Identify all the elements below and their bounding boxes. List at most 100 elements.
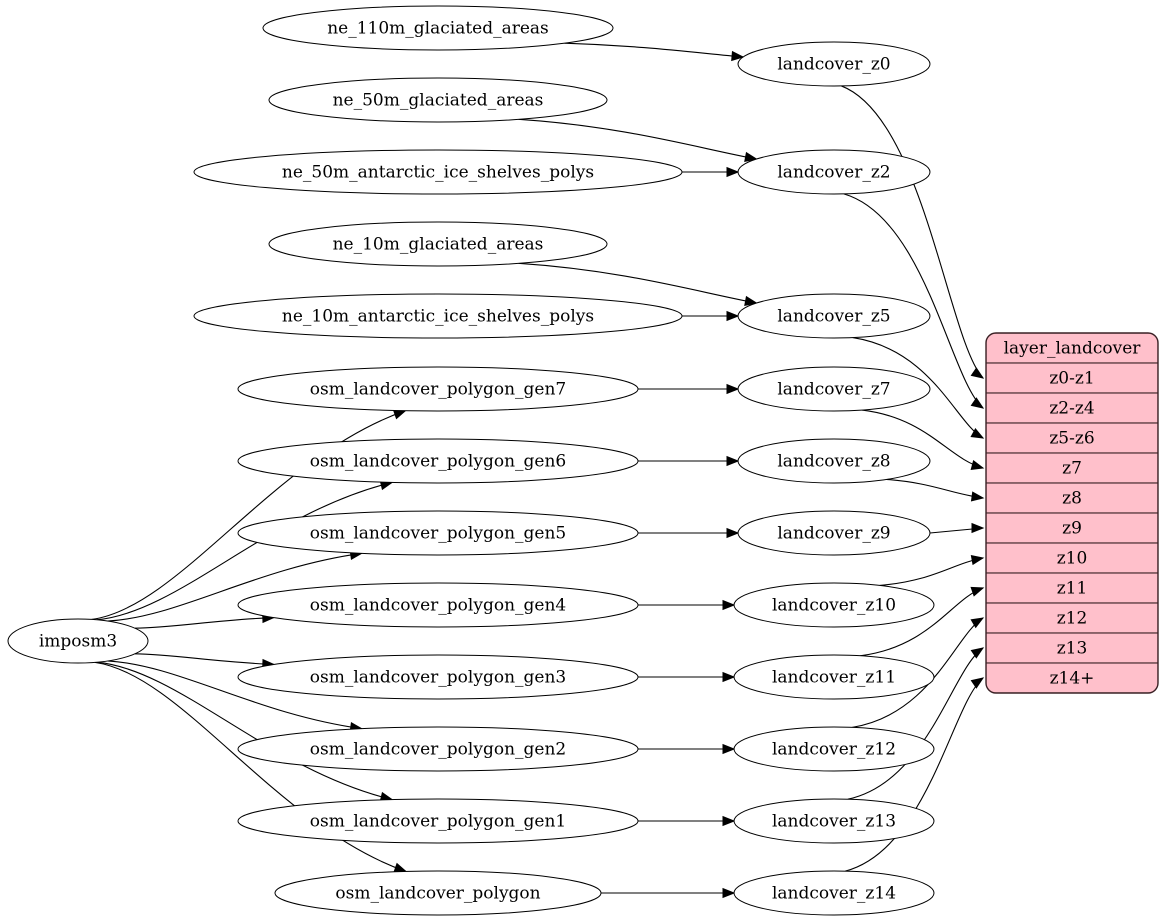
- edge-landcover_z8-to-table-z8: [886, 478, 984, 499]
- node-label-imposm3: imposm3: [39, 632, 117, 652]
- edge-ne_50m_glaciated_areas-to-landcover_z2: [518, 118, 757, 160]
- edge-arrowhead: [970, 647, 985, 659]
- table-row-z13[interactable]: [986, 632, 1158, 664]
- table-row-label-z8: z8: [1062, 489, 1082, 509]
- edge-arrowhead: [744, 295, 758, 306]
- node-shape-landcover_z13: [733, 798, 935, 844]
- node-landcover_z7[interactable]: landcover_z7: [737, 366, 931, 412]
- node-shape-ne_50m_glaciated_areas: [268, 77, 608, 123]
- node-osm_landcover_polygon_gen4[interactable]: osm_landcover_polygon_gen4: [237, 582, 639, 628]
- node-osm_landcover_polygon_gen2[interactable]: osm_landcover_polygon_gen2: [237, 726, 639, 772]
- node-label-landcover_z0: landcover_z0: [777, 55, 890, 75]
- table-row-label-z14+: z14+: [1050, 669, 1095, 689]
- edge-landcover_z2-to-table-z2-z4: [843, 193, 984, 409]
- node-shape-ne_10m_glaciated_areas: [268, 221, 608, 267]
- table-row-z0-z1[interactable]: [986, 362, 1158, 394]
- node-shape-landcover_z0: [737, 41, 931, 87]
- node-shape-osm_landcover_polygon: [274, 870, 602, 916]
- table-row-z8[interactable]: [986, 482, 1158, 514]
- table-row-z14+[interactable]: [986, 662, 1158, 693]
- node-landcover_z12[interactable]: landcover_z12: [733, 726, 935, 772]
- node-ne_50m_antarctic_ice_shelves_polys[interactable]: ne_50m_antarctic_ice_shelves_polys: [193, 149, 683, 195]
- node-shape-landcover_z8: [737, 438, 931, 484]
- node-landcover_z2[interactable]: landcover_z2: [737, 149, 931, 195]
- table-row-z9[interactable]: [986, 512, 1158, 544]
- node-ne_10m_antarctic_ice_shelves_polys[interactable]: ne_10m_antarctic_ice_shelves_polys: [193, 293, 683, 339]
- table-row-z7[interactable]: [986, 452, 1158, 484]
- node-landcover_z13[interactable]: landcover_z13: [733, 798, 935, 844]
- edge-imposm3-to-osm_landcover_polygon_gen1: [96, 661, 393, 801]
- node-ne_110m_glaciated_areas[interactable]: ne_110m_glaciated_areas: [262, 5, 614, 51]
- table-row-label-z9: z9: [1062, 519, 1082, 539]
- node-label-landcover_z7: landcover_z7: [777, 380, 890, 400]
- edge-imposm3-to-osm_landcover_polygon: [94, 661, 407, 872]
- node-label-ne_50m_glaciated_areas: ne_50m_glaciated_areas: [333, 91, 544, 111]
- edge-landcover_z12-to-table-z12: [852, 617, 984, 728]
- edge-landcover_z0-to-table-z0-z1: [841, 85, 984, 379]
- edge-arrowhead: [726, 527, 740, 539]
- table-row-z12[interactable]: [986, 602, 1158, 634]
- node-imposm3[interactable]: imposm3: [7, 618, 149, 664]
- table-row-z10[interactable]: [986, 542, 1158, 574]
- node-landcover_z5[interactable]: landcover_z5: [737, 293, 931, 339]
- node-shape-ne_50m_antarctic_ice_shelves_polys: [193, 149, 683, 195]
- node-shape-osm_landcover_polygon_gen6: [237, 438, 639, 484]
- edge-arrowhead: [970, 555, 985, 566]
- node-osm_landcover_polygon_gen1[interactable]: osm_landcover_polygon_gen1: [237, 798, 639, 844]
- node-osm_landcover_polygon_gen6[interactable]: osm_landcover_polygon_gen6: [237, 438, 639, 484]
- node-shape-landcover_z5: [737, 293, 931, 339]
- table-row-z2-z4[interactable]: [986, 392, 1158, 424]
- node-label-landcover_z11: landcover_z11: [772, 668, 896, 688]
- node-shape-landcover_z7: [737, 366, 931, 412]
- node-label-landcover_z13: landcover_z13: [772, 812, 896, 832]
- node-landcover_z9[interactable]: landcover_z9: [737, 510, 931, 556]
- edge-ne_10m_glaciated_areas-to-landcover_z5: [518, 262, 757, 304]
- node-label-osm_landcover_polygon_gen6: osm_landcover_polygon_gen6: [310, 452, 566, 472]
- node-label-landcover_z8: landcover_z8: [777, 452, 890, 472]
- table-header-label: layer_landcover: [1004, 339, 1142, 359]
- node-shape-imposm3: [7, 618, 149, 664]
- table-outline: [985, 332, 1159, 694]
- table-row-label-z13: z13: [1057, 639, 1088, 659]
- edge-arrowhead: [722, 887, 736, 899]
- node-shape-osm_landcover_polygon_gen1: [237, 798, 639, 844]
- node-landcover_z11[interactable]: landcover_z11: [733, 654, 935, 700]
- edge-ne_110m_glaciated_areas-to-landcover_z0: [564, 42, 744, 58]
- node-landcover_z10[interactable]: landcover_z10: [733, 582, 935, 628]
- node-osm_landcover_polygon_gen7[interactable]: osm_landcover_polygon_gen7: [237, 366, 639, 412]
- edge-arrowhead: [731, 50, 745, 62]
- node-osm_landcover_polygon_gen5[interactable]: osm_landcover_polygon_gen5: [237, 510, 639, 556]
- edge-arrowhead: [393, 862, 408, 873]
- table-row-label-z11: z11: [1057, 579, 1088, 599]
- node-osm_landcover_polygon[interactable]: osm_landcover_polygon: [274, 870, 602, 916]
- edge-imposm3-to-osm_landcover_polygon_gen3: [134, 653, 274, 665]
- node-ne_10m_glaciated_areas[interactable]: ne_10m_glaciated_areas: [268, 221, 608, 267]
- node-label-osm_landcover_polygon_gen3: osm_landcover_polygon_gen3: [310, 668, 566, 688]
- node-label-osm_landcover_polygon: osm_landcover_polygon: [335, 884, 540, 904]
- table-row-label-z0-z1: z0-z1: [1049, 369, 1094, 389]
- node-label-landcover_z14: landcover_z14: [772, 884, 896, 904]
- node-label-osm_landcover_polygon_gen7: osm_landcover_polygon_gen7: [310, 380, 566, 400]
- table-row-label-z10: z10: [1057, 549, 1088, 569]
- edge-arrowhead: [722, 599, 736, 611]
- edge-arrowhead: [970, 397, 985, 409]
- node-shape-osm_landcover_polygon_gen7: [237, 366, 639, 412]
- table-row-z5-z6[interactable]: [986, 422, 1158, 454]
- node-label-landcover_z12: landcover_z12: [772, 740, 896, 760]
- layer-landcover-table[interactable]: layer_landcoverz0-z1z2-z4z5-z6z7z8z9z10z…: [985, 332, 1159, 694]
- node-landcover_z14[interactable]: landcover_z14: [733, 870, 935, 916]
- edge-arrowhead: [970, 617, 985, 629]
- node-ne_50m_glaciated_areas[interactable]: ne_50m_glaciated_areas: [268, 77, 608, 123]
- node-shape-landcover_z9: [737, 510, 931, 556]
- node-shape-osm_landcover_polygon_gen4: [237, 582, 639, 628]
- node-osm_landcover_polygon_gen3[interactable]: osm_landcover_polygon_gen3: [237, 654, 639, 700]
- edge-landcover_z7-to-table-z7: [862, 409, 984, 469]
- node-shape-landcover_z11: [733, 654, 935, 700]
- nodes-layer: imposm3 ne_110m_glaciated_areas ne_50m_gla…: [7, 5, 935, 916]
- node-landcover_z8[interactable]: landcover_z8: [737, 438, 931, 484]
- node-label-ne_110m_glaciated_areas: ne_110m_glaciated_areas: [327, 19, 549, 39]
- table-row-label-z2-z4: z2-z4: [1049, 399, 1094, 419]
- node-landcover_z0[interactable]: landcover_z0: [737, 41, 931, 87]
